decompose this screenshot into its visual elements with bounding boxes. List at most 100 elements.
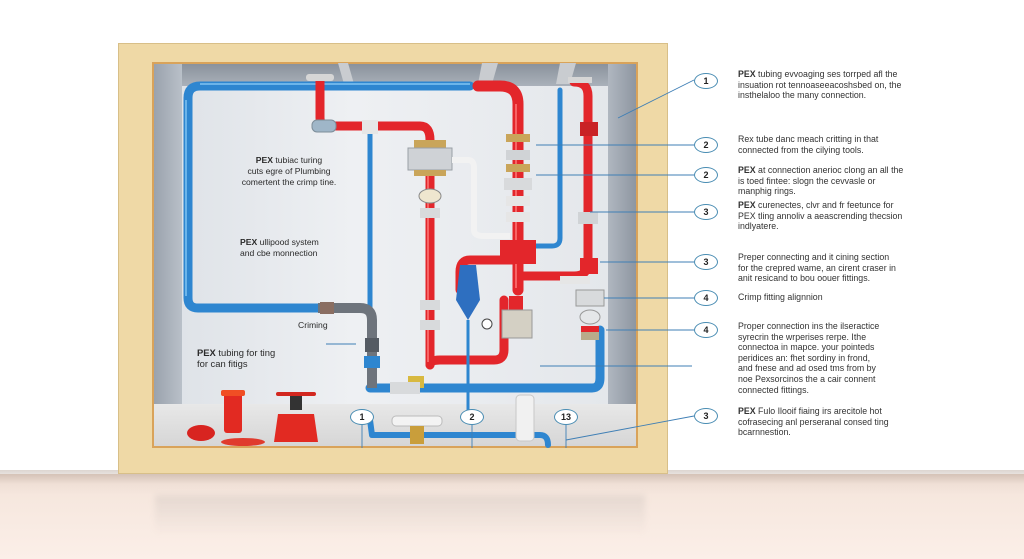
callout-line: syrecrin the wrperises rerpe. Ithe <box>738 331 867 342</box>
inner-label-line: PEX tubiac turing <box>255 155 323 165</box>
tee-fitting <box>362 120 378 134</box>
callout-text: PEX at connection anerioc clong an all t… <box>738 165 1018 197</box>
gate-valve-wheel <box>276 392 316 396</box>
cold-pipe-right <box>517 87 563 249</box>
callout-line: manphig rings. <box>738 186 796 197</box>
spare-parts <box>187 390 318 446</box>
hot-pipe-loop <box>425 295 509 370</box>
callout-badge: 3 <box>694 408 718 424</box>
floor-reflection <box>155 495 645 535</box>
callout-line: peridices an: fhet sordiny in frond, <box>738 352 871 363</box>
cold-pipe-main <box>183 81 475 313</box>
callout-line: Proper connection ins the ilseractice <box>738 321 880 331</box>
callout-text: Preper connecting and it cining section … <box>738 252 1018 284</box>
grey-pipe <box>318 303 377 388</box>
callout-line: noe Pexsorcinos the a cair connent <box>738 373 876 384</box>
badge-1: 1 <box>350 409 374 425</box>
pressure-regulator <box>456 265 493 410</box>
callout-text: Crimp fitting alignnion <box>738 292 1018 303</box>
chrome-coupler <box>504 178 532 190</box>
callout-line: PEX tling annoliv a aeascrending thecsio… <box>738 210 903 221</box>
spare-valve <box>224 393 242 433</box>
brass-fitting <box>414 140 446 148</box>
inner-label-line: comertent the crimp tine. <box>241 177 337 187</box>
callout-line: bcarnnestion. <box>738 427 791 438</box>
inner-label-line: and cbe monnection <box>240 248 318 258</box>
badge-13: 13 <box>554 409 578 425</box>
crimp-ring <box>320 302 334 314</box>
spare-cap <box>221 438 265 446</box>
callout-line: PEX at connection anerioc clong an all t… <box>738 165 904 175</box>
callout-line: connected from the cilying tools. <box>738 144 864 155</box>
tee-body <box>500 240 536 264</box>
inner-label-line: for can fitigs <box>197 358 248 369</box>
valve-handle <box>306 74 334 81</box>
inner-label-line: Criming <box>298 320 328 330</box>
red-cap <box>509 296 523 310</box>
bracket <box>338 63 354 84</box>
spare-elbow <box>187 425 215 441</box>
chrome-coupler <box>420 300 440 310</box>
callout-leader <box>565 415 695 441</box>
floor-manifold <box>391 415 443 427</box>
inner-label-line: PEX ullipood system <box>240 237 319 247</box>
regulator-body <box>456 265 480 320</box>
ceiling-brackets <box>338 63 576 84</box>
inner-label-pex-tubing: PEX tubiac turing cuts egre of Plumbing … <box>214 155 364 188</box>
crimp-ring <box>581 326 599 332</box>
callout-line: Crimp fitting alignnion <box>738 292 823 302</box>
brass-fitting <box>414 170 446 176</box>
chrome-coupler <box>506 212 530 222</box>
trunk-fittings <box>500 134 536 264</box>
callout-badge: 4 <box>694 290 718 306</box>
brass-fitting <box>506 134 530 142</box>
inner-label-crimping: Criming <box>298 320 358 331</box>
cavity-left-wall <box>154 64 182 446</box>
inner-label-line: PEX tubing for ting <box>197 347 276 358</box>
callout-text: PEX tubing evvoaging ses torrped afl the… <box>738 69 1018 101</box>
regulator-tag <box>481 318 493 330</box>
white-tee <box>560 276 590 284</box>
callout-text: Proper connection ins the ilseractice sy… <box>738 321 1018 395</box>
white-pex-bypass <box>452 157 510 239</box>
filter-housing <box>515 394 535 442</box>
callout-text: PEX curenectes, clvr and fr feetunce for… <box>738 200 1018 232</box>
inner-label-line: cuts egre of Plumbing <box>247 166 331 176</box>
callout-badge: 3 <box>694 254 718 270</box>
callout-line: anit resicand to bou oouer fittings. <box>738 273 871 284</box>
hot-pipe-run <box>315 75 593 370</box>
callout-badge: 2 <box>694 137 718 153</box>
callout-text: PEX Fulo Ilooif fiaing irs arecitole hot… <box>738 406 1018 438</box>
callout-line: Rex tube danc meach critting in that <box>738 134 879 144</box>
center-valve <box>501 296 533 339</box>
crimp-ring <box>580 122 598 136</box>
cavity-right-wall <box>608 64 636 446</box>
hot-pipe-trunk <box>472 80 524 296</box>
valve-body <box>575 289 605 307</box>
red-cap <box>580 258 598 274</box>
inline-meter <box>311 119 337 133</box>
valve-body <box>501 309 533 339</box>
brass-fitting <box>581 332 599 340</box>
union-fitting <box>407 147 453 171</box>
gauge <box>579 309 601 325</box>
inner-label-system: PEX ullipood system and cbe monnection <box>240 237 370 259</box>
crimp-elbow-assembly <box>318 302 380 388</box>
chrome-coupler <box>506 150 530 160</box>
floor-manifold-brass <box>410 426 424 444</box>
callout-line: for the crepred wame, an cirent craser i… <box>738 262 896 273</box>
callout-line: PEX curenectes, clvr and fr feetunce for <box>738 200 894 210</box>
bracket <box>478 63 498 84</box>
callout-line: and fnese and ad osed tms from by <box>738 363 876 374</box>
chrome-coupler <box>420 208 440 218</box>
callout-line: PEX Fulo Ilooif fiaing irs arecitole hot <box>738 406 882 416</box>
chrome-coupler <box>506 196 530 206</box>
callout-line: indlyatere. <box>738 221 779 232</box>
badge-2: 2 <box>460 409 484 425</box>
left-fittings <box>407 140 453 330</box>
callout-line: Preper connecting and it cining section <box>738 252 890 262</box>
callout-line: connected fittings. <box>738 384 809 395</box>
callout-leaders <box>361 79 695 448</box>
chrome-coupler <box>578 212 598 224</box>
